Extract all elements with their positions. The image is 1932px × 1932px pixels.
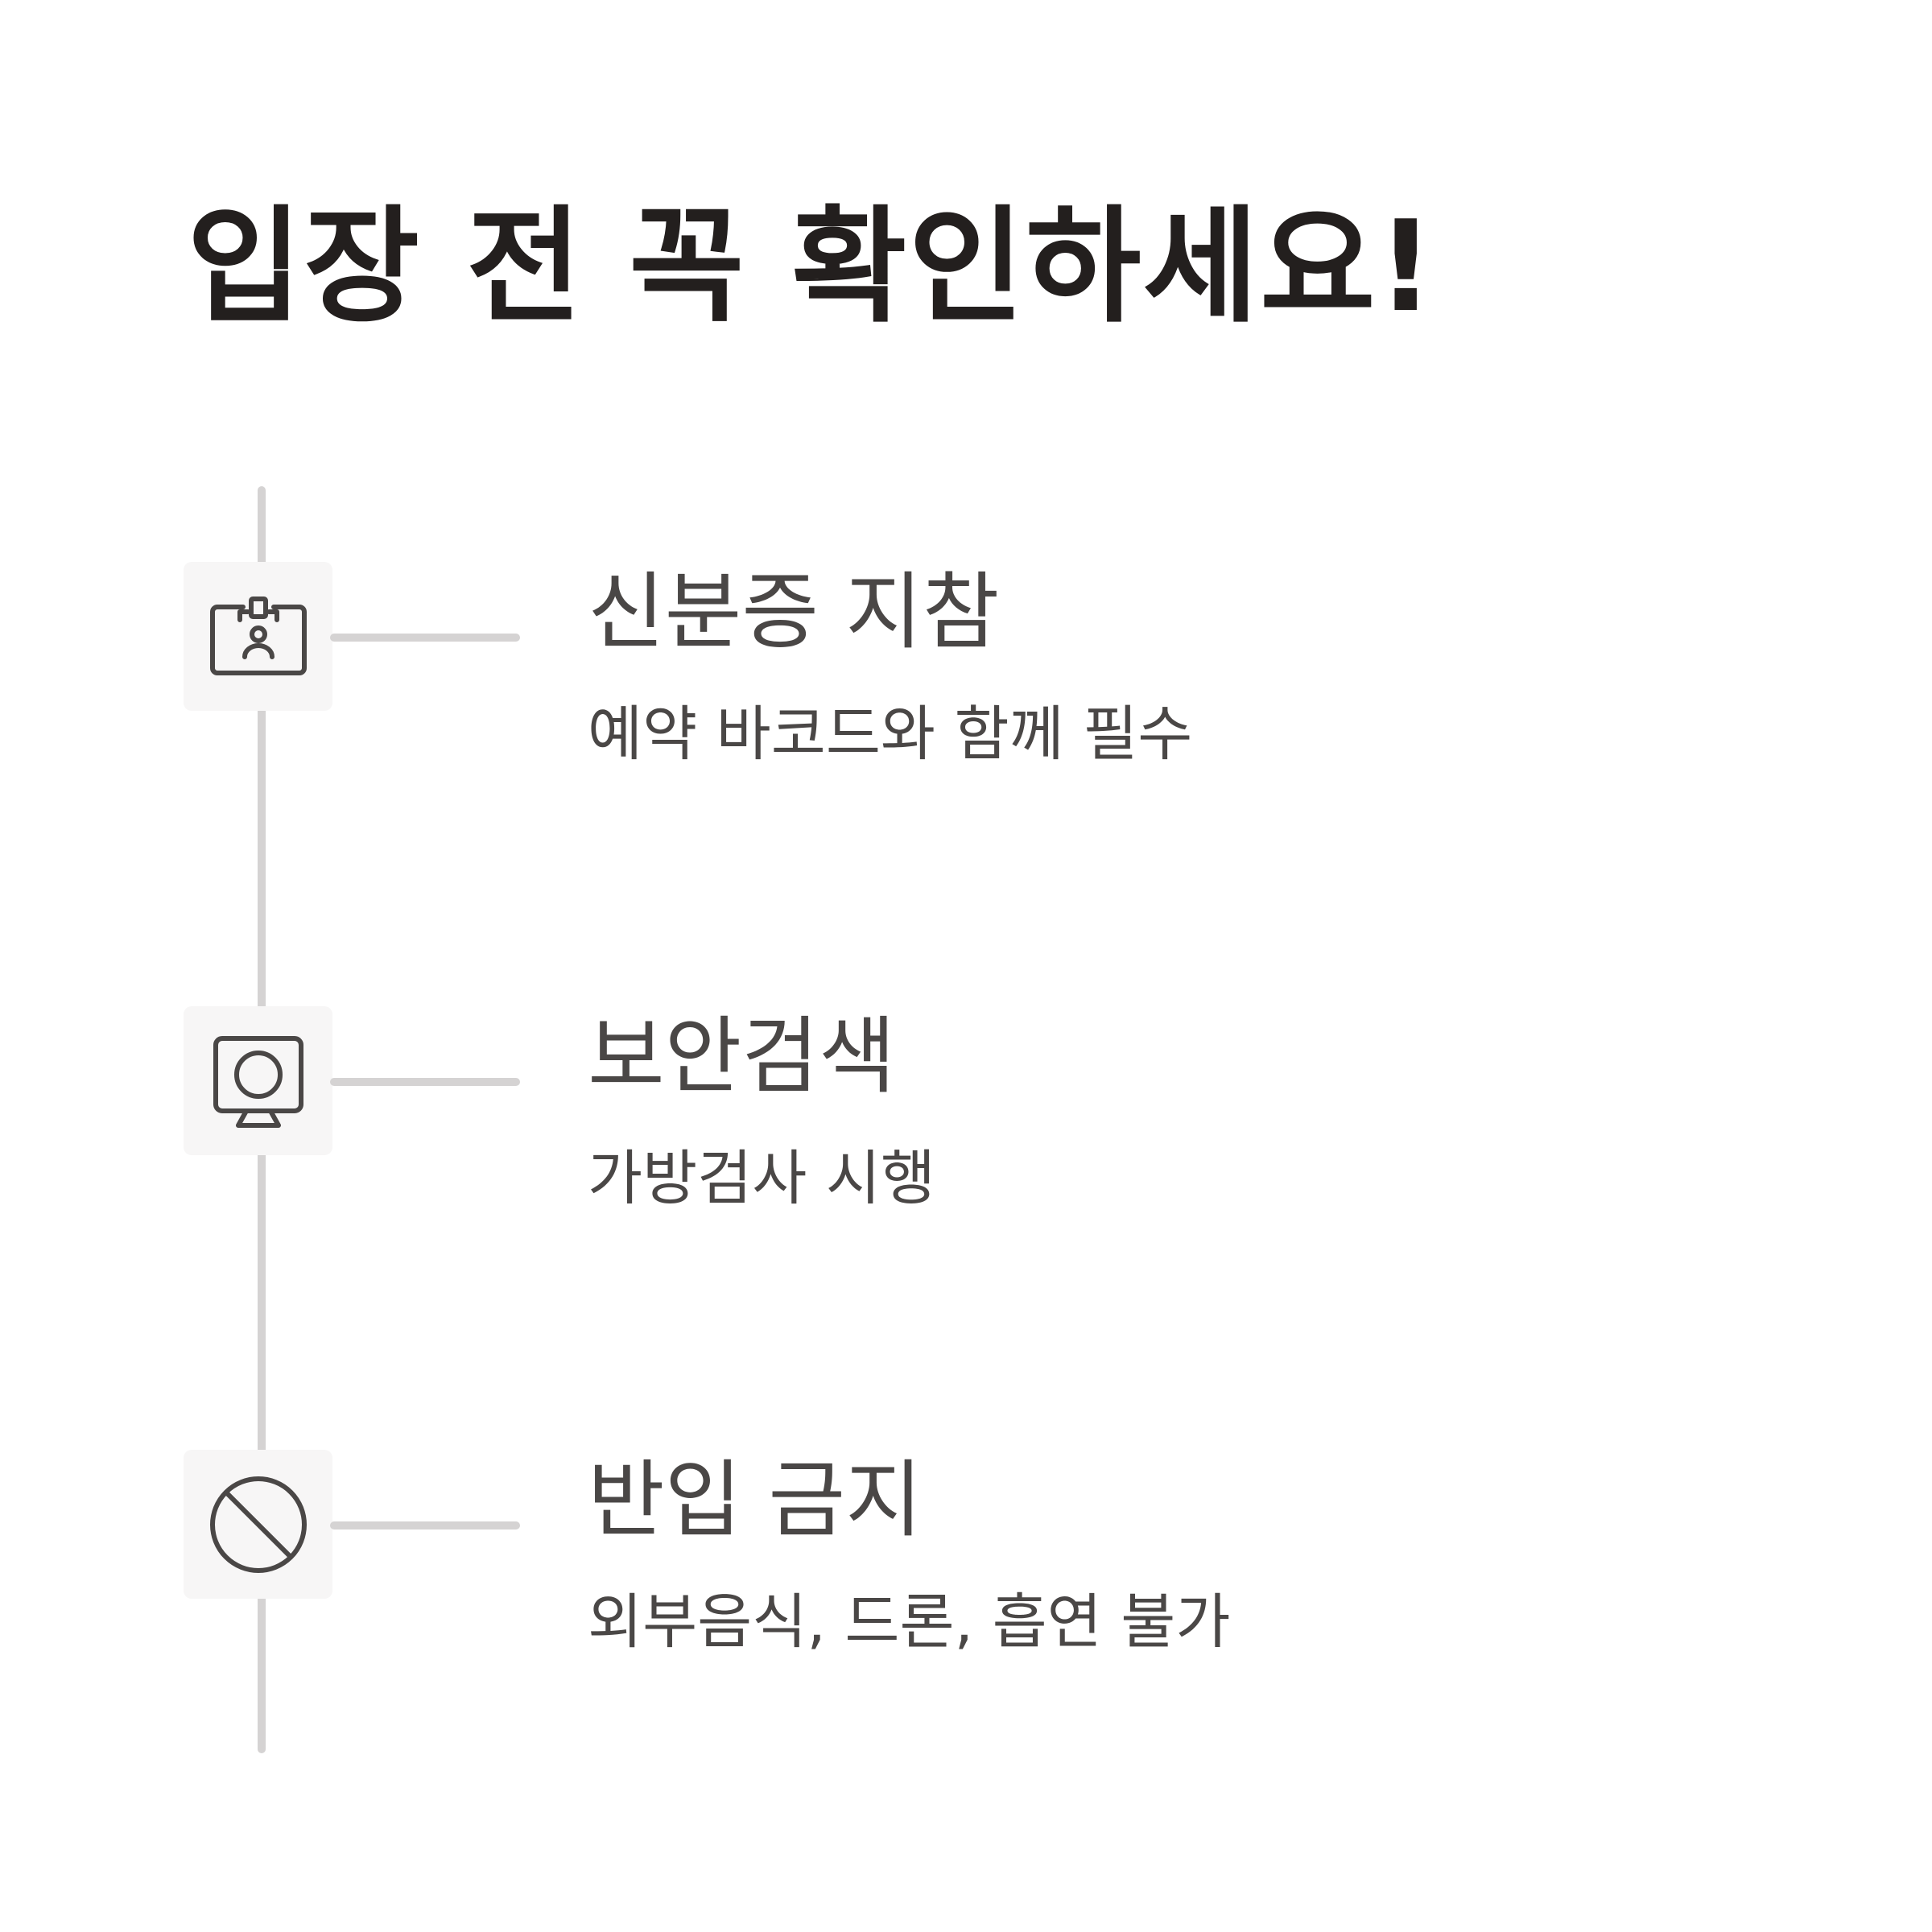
prohibited-icon [209,1476,307,1573]
icon-tile [184,1450,332,1599]
icon-tile [184,562,332,711]
checklist-item-security: 보안검색 가방검사 시행 [0,1006,1932,1213]
checklist-item-id: 신분증 지참 예약 바코드와 함께 필수 [0,562,1932,769]
icon-tile [184,1006,332,1155]
security-scanner-icon [213,1035,303,1128]
timeline-connector [330,1078,520,1086]
timeline-connector [330,1521,520,1530]
item-title: 신분증 지참 [588,563,1000,661]
page-title: 입장 전 꼭 확인하세요! [187,193,1436,340]
checklist-item-prohibited: 반입 금지 외부음식, 드론, 흡연 불가 [0,1450,1932,1657]
timeline-connector [330,634,520,642]
item-description: 예약 바코드와 함께 필수 [588,700,1193,769]
item-description: 가방검사 시행 [588,1144,936,1213]
item-title: 반입 금지 [588,1451,923,1549]
item-description: 외부음식, 드론, 흡연 불가 [588,1587,1231,1657]
id-badge-icon [209,596,307,675]
item-title: 보안검색 [588,1007,896,1105]
